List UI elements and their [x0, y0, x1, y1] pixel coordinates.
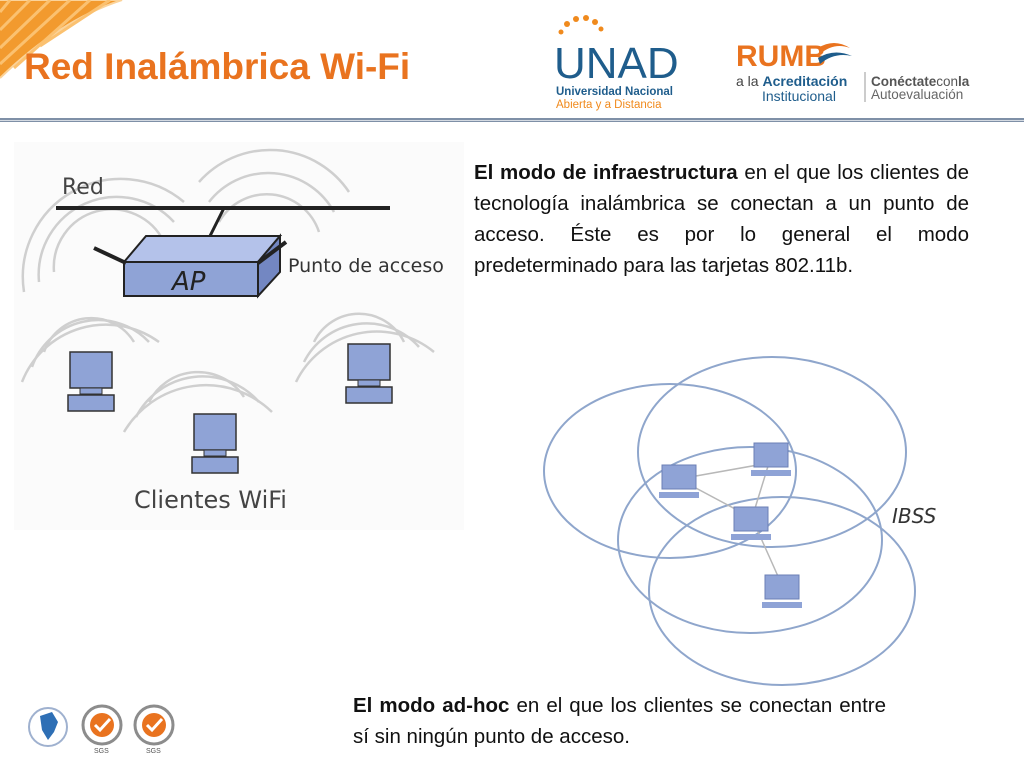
- rumbo-acreditacion: Acreditación: [762, 73, 847, 89]
- rumbo-conectate: Conéctate: [871, 74, 937, 89]
- punto-de-acceso-label: Punto de acceso: [288, 255, 444, 277]
- infrastructure-mode-term: El modo de infraestructura: [474, 161, 738, 184]
- red-label: Red: [62, 175, 104, 200]
- sgs-certification-icon: SGS: [133, 704, 175, 755]
- adhoc-mode-term: El modo ad-hoc: [353, 694, 510, 717]
- infrastructure-mode-text: El modo de infraestructura en el que los…: [474, 157, 969, 281]
- coverage-circles: [543, 356, 916, 686]
- rumbo-logo-mark: RUMB: [736, 40, 826, 73]
- rumbo-institucional: Institucional: [762, 88, 836, 104]
- sgs-label: SGS: [94, 748, 109, 755]
- unad-logo-line1: Universidad Nacional: [556, 86, 673, 98]
- rumbo-la: la: [958, 74, 970, 89]
- sgs-label: SGS: [146, 748, 161, 755]
- clientes-wifi-label: Clientes WiFi: [134, 486, 287, 514]
- unad-logo-line2: Abierta y a Distancia: [556, 99, 662, 111]
- adhoc-mode-description: en el que los clientes se conectan entre…: [353, 694, 886, 748]
- ibss-label: IBSS: [892, 504, 937, 528]
- client-computer-icon: [191, 413, 239, 474]
- ibss-computer-icon: [751, 442, 791, 476]
- svg-text:Conéctateconla: Conéctateconla: [871, 74, 970, 89]
- header-divider: [0, 118, 1024, 122]
- access-point-device: [93, 233, 288, 299]
- rumbo-autoevaluacion: Autoevaluación: [871, 87, 963, 102]
- page-title: Red Inalámbrica Wi-Fi: [24, 46, 411, 87]
- ibss-computer-icon: [731, 506, 771, 540]
- orange-corner-decoration: [0, 0, 123, 79]
- unad-logo: UNAD Universidad Nacional Abierta y a Di…: [554, 15, 679, 111]
- adhoc-ibss-diagram: IBSS: [536, 355, 966, 695]
- svg-text:a la Acreditación: a la Acreditación: [736, 73, 847, 89]
- rumbo-con: con: [936, 74, 958, 89]
- rumbo-acreditacion-logo: RUMB a la Acreditación Institucional Con…: [736, 40, 970, 104]
- rumbo-a-la: a la: [736, 73, 759, 89]
- unad-logo-mark: UNAD: [554, 39, 679, 88]
- infrastructure-mode-description: en el que los clientes de tecnología ina…: [474, 161, 969, 277]
- adhoc-mode-text: El modo ad-hoc en el que los clientes se…: [353, 690, 886, 752]
- client-computer-icon: [67, 351, 115, 412]
- certification-badges: SGS SGS: [28, 704, 175, 755]
- colombia-map-seal-icon: [28, 707, 68, 747]
- infrastructure-mode-diagram: Red AP Punto de acceso Clientes WiFi: [14, 142, 464, 530]
- client-computer-icon: [345, 343, 393, 404]
- rumbo-swoosh-icon: [818, 43, 850, 54]
- ibss-computer-icon: [659, 464, 699, 498]
- sgs-certification-icon: SGS: [81, 704, 123, 755]
- ap-label: AP: [170, 267, 206, 297]
- ibss-computer-icon: [762, 574, 802, 608]
